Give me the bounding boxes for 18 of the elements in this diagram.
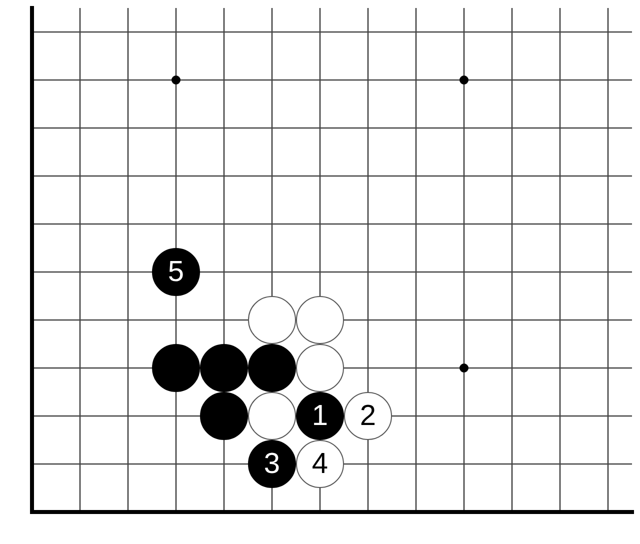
move-number: 4 bbox=[312, 450, 328, 478]
move-number: 1 bbox=[312, 402, 328, 430]
go-stone bbox=[296, 440, 344, 488]
go-stone bbox=[248, 344, 296, 392]
move-number: 2 bbox=[360, 402, 376, 430]
move-number: 5 bbox=[168, 258, 184, 286]
go-stone bbox=[248, 296, 296, 344]
go-stone bbox=[200, 344, 248, 392]
go-stone bbox=[248, 392, 296, 440]
go-stone bbox=[296, 392, 344, 440]
go-stone bbox=[296, 344, 344, 392]
move-number: 3 bbox=[264, 450, 280, 478]
go-stone bbox=[152, 344, 200, 392]
go-stone bbox=[344, 392, 392, 440]
go-stone bbox=[152, 248, 200, 296]
go-stone bbox=[296, 296, 344, 344]
go-stone bbox=[248, 440, 296, 488]
go-stone bbox=[200, 392, 248, 440]
